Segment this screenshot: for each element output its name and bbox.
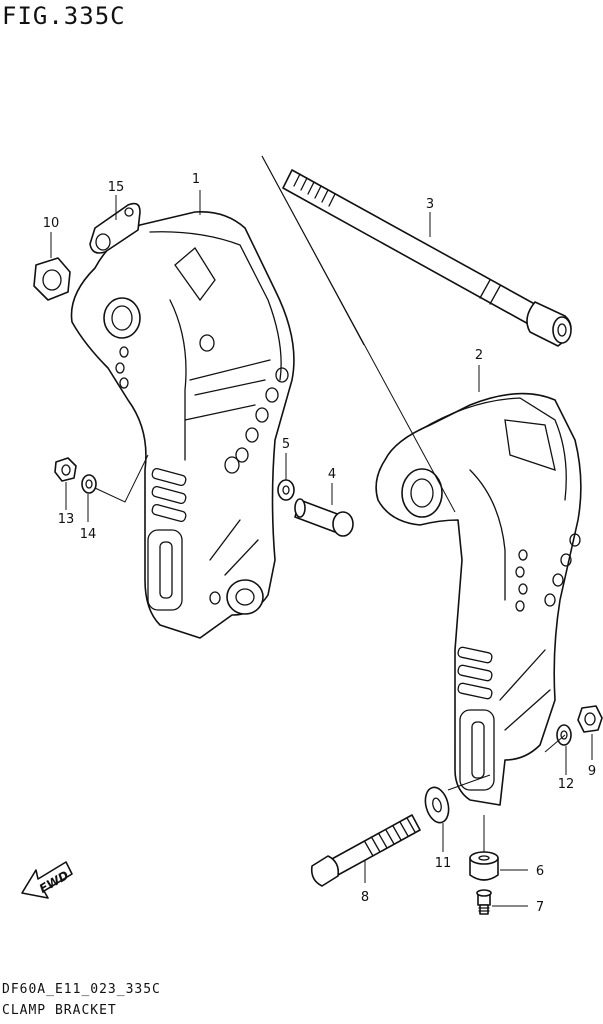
callout-13: 13 <box>58 512 75 527</box>
clamp-bracket-right[interactable] <box>375 392 582 806</box>
washer-14[interactable] <box>81 474 97 494</box>
spacer-collar[interactable] <box>469 851 499 881</box>
nut-10[interactable] <box>33 257 71 301</box>
washer-5[interactable] <box>277 479 295 501</box>
callout-7: 7 <box>536 900 544 915</box>
callout-3: 3 <box>426 197 434 212</box>
callout-labels: 1 2 3 4 5 6 7 8 9 10 11 12 13 14 15 <box>43 172 596 915</box>
long-bolt[interactable] <box>310 814 421 887</box>
callout-1: 1 <box>192 172 200 187</box>
figure-name: CLAMP BRACKET <box>2 1003 117 1018</box>
pin-bolt[interactable] <box>294 498 354 537</box>
callout-14: 14 <box>80 527 97 542</box>
callout-6: 6 <box>536 864 544 879</box>
nut-13[interactable] <box>54 457 77 482</box>
washer-12[interactable] <box>556 724 572 746</box>
leader-lines <box>50 155 593 907</box>
callout-10: 10 <box>43 216 60 231</box>
callout-4: 4 <box>328 467 336 482</box>
gasket-plate[interactable] <box>89 202 141 254</box>
callout-12: 12 <box>558 777 575 792</box>
washer-11[interactable] <box>422 785 453 825</box>
callout-5: 5 <box>282 437 290 452</box>
stud-bolt[interactable] <box>282 169 572 347</box>
figure-code: DF60A_E11_023_335C <box>2 982 161 997</box>
nut-9[interactable] <box>577 705 603 733</box>
clamp-bracket-left[interactable] <box>70 211 295 639</box>
figure-title: FIG.335C <box>2 2 126 30</box>
callout-2: 2 <box>475 348 483 363</box>
fwd-arrow-icon: FWD <box>21 861 73 899</box>
small-bolt[interactable] <box>476 889 492 915</box>
callout-9: 9 <box>588 764 596 779</box>
callout-8: 8 <box>361 890 369 905</box>
callout-15: 15 <box>108 180 125 195</box>
callout-11: 11 <box>435 856 452 871</box>
